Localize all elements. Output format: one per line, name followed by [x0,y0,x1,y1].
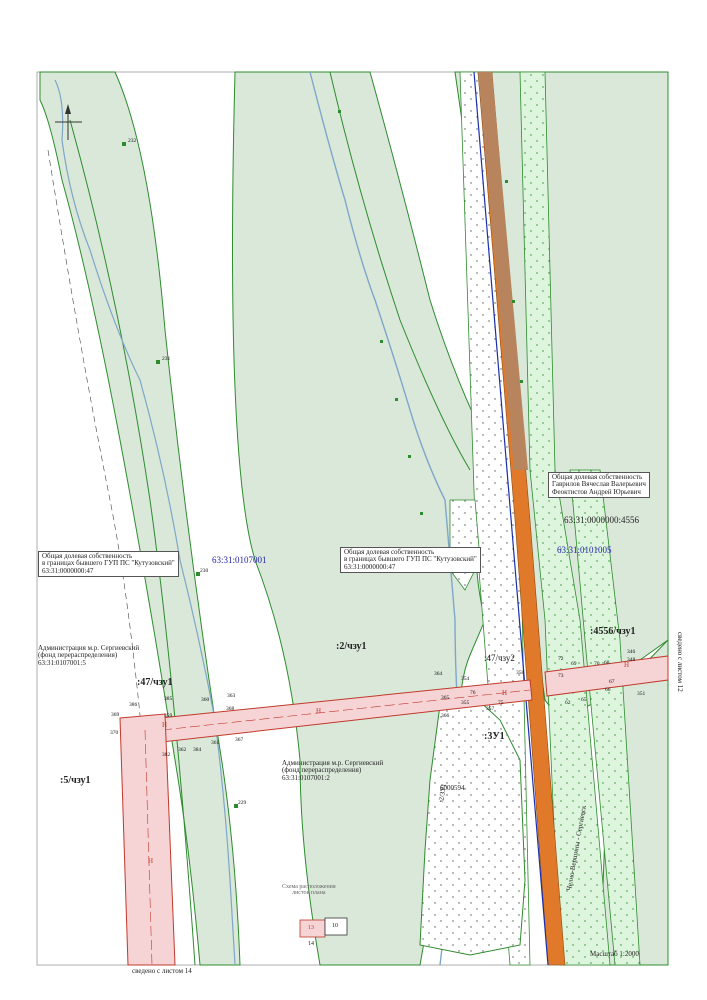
parcel-label-4556: :4556/чзу1 [590,626,636,637]
left-green-line [69,119,196,966]
road-verge-right2 [569,469,641,966]
ownership-left-line-3: 63:31:0000000:47 [42,566,94,575]
north-arrow-icon [55,104,82,140]
point-label: 358 [516,670,525,676]
parcel-label-47-chzu2: :47/чзу2 [484,653,515,663]
road-verge-right [519,71,611,966]
point-label: 348 [627,657,636,663]
ownership-right-label: Общая долевая собственность Гаврилов Вяч… [548,472,650,499]
point-label: 382 [162,752,171,758]
admin-mid-line-2: (фонд перераспределения) [282,766,362,775]
admin-left-line-2: (фонд перераспределения) [38,651,118,660]
point-label: 365 [441,695,450,701]
parcel-label-6000594: 6000594 [440,784,465,792]
admin-mid-line-1: Администрация м.р. Сергиевский [282,759,384,767]
point-label: 229 [238,800,247,806]
point-label: 230 [200,568,209,574]
zone-marker-h-2: Н [162,721,168,729]
point-label: 68 [604,660,610,666]
parcel-3u1 [419,699,526,956]
point-label: 386 [129,702,138,708]
point-label: 73 [558,673,564,679]
point-label: 65 [581,697,587,703]
point-label: 232 [128,138,137,144]
pink-zone-axis [161,689,531,731]
scheme-title: Схема расположения листов плана [282,884,336,897]
scheme-box-10 [324,917,348,936]
point-label: 362 [178,747,187,753]
admin-left-line-3: 63:31:0107001:5 [38,658,86,667]
ownership-mid-line-3: 63:31:0000000:47 [344,562,396,571]
point-label: 75 [498,700,504,706]
ownership-left-label: Общая долевая собственность в границах б… [38,551,179,578]
point-label: 355 [461,700,470,706]
point-label: 357 [486,706,495,712]
joined-with-sheet-14: сведено с листом 14 [132,967,192,975]
zone-marker-h-4: Н [624,661,630,669]
point-label: 62 [565,700,571,706]
point-label: 72 [558,656,564,662]
map-scale: Масштаб 1:2000 [590,950,639,958]
point-label: 367 [235,737,244,743]
point-label: 369 [111,712,120,718]
scheme-title-line-2: листов плана [292,890,326,897]
pink-zone-vertical [119,713,176,966]
point-label: 361 [211,740,220,746]
zone-marker-h-3: Н [148,857,154,865]
admin-mid-label: Администрация м.р. Сергиевский (фонд пер… [282,759,384,782]
pink-zone-vertical-axis [144,729,153,966]
admin-left-line-1: Администрация м.р. Сергиевский [38,644,140,652]
ownership-right-line-1: Общая долевая собственность [552,473,643,481]
parcel-label-5-chzu1: :5/чзу1 [60,775,91,786]
ownership-mid-label: Общая долевая собственность в границах б… [340,547,481,574]
point-label: 231 [162,356,171,362]
point-label: 364 [434,671,443,677]
point-label: 346 [627,649,636,655]
point-label: 366 [441,713,450,719]
point-label: 370 [110,730,119,736]
point-label: 66 [605,687,611,693]
point-label: 384 [193,747,202,753]
parcel-label-47-chzu1: :47/чзу1 [137,677,173,688]
pink-zone-right [544,655,669,697]
cadastral-quarter-right: 63:31:0101005 [557,545,612,555]
zone-marker-h-5: Н [502,689,508,697]
point-label: 368 [226,706,235,712]
joined-with-sheet-12: сведено с листом 12 [676,632,684,692]
road-blue-line [473,71,549,966]
point-label: 360 [201,697,210,703]
green-strip-right-edge [329,71,471,471]
point-label: 363 [227,693,236,699]
ownership-left-line-1: Общая долевая собственность [42,552,133,560]
control-points [122,110,523,808]
admin-left-label: Администрация м.р. Сергиевский (фонд пер… [38,644,140,667]
ownership-mid-line-2: в границах бывшего ГУП ПС "Кутузовский" [344,555,477,564]
admin-mid-line-3: 63:31:0107001:2 [282,773,330,782]
cadastral-quarter-left: 63:31:0107001 [212,555,267,565]
point-label: 359 [164,713,173,719]
ownership-mid-line-1: Общая долевая собственность [344,548,435,556]
left-green-strip [39,71,241,966]
cadastral-number-4556: 63:31:0000000:4556 [564,515,640,525]
point-label: 67 [609,679,615,685]
ownership-left-line-2: в границах бывшего ГУП ПС "Кутузовский" [42,559,175,568]
parcel-label-3u1: :3У1 [484,731,505,742]
scheme-sheet-10: 10 [332,923,338,929]
zone-marker-h-1: Н [316,707,322,715]
point-label: 354 [461,676,470,682]
point-label: 69 [571,661,577,667]
point-label: 351 [637,691,646,697]
scheme-sheet-13: 13 [308,925,314,931]
ownership-right-line-2: Гаврилов Вячеслав Валерьевич [552,480,646,489]
point-label: 70 [594,661,600,667]
ownership-right-line-3: Феоктистов Андрей Юрьевич [552,487,641,496]
road-upper-brown [478,72,528,470]
point-label: 76 [470,690,476,696]
parcel-label-2-chzu1: :2/чзу1 [336,641,367,652]
scheme-title-line-1: Схема расположения [282,884,336,890]
scheme-sheet-14: 14 [308,941,314,947]
point-label: 385 [164,696,173,702]
